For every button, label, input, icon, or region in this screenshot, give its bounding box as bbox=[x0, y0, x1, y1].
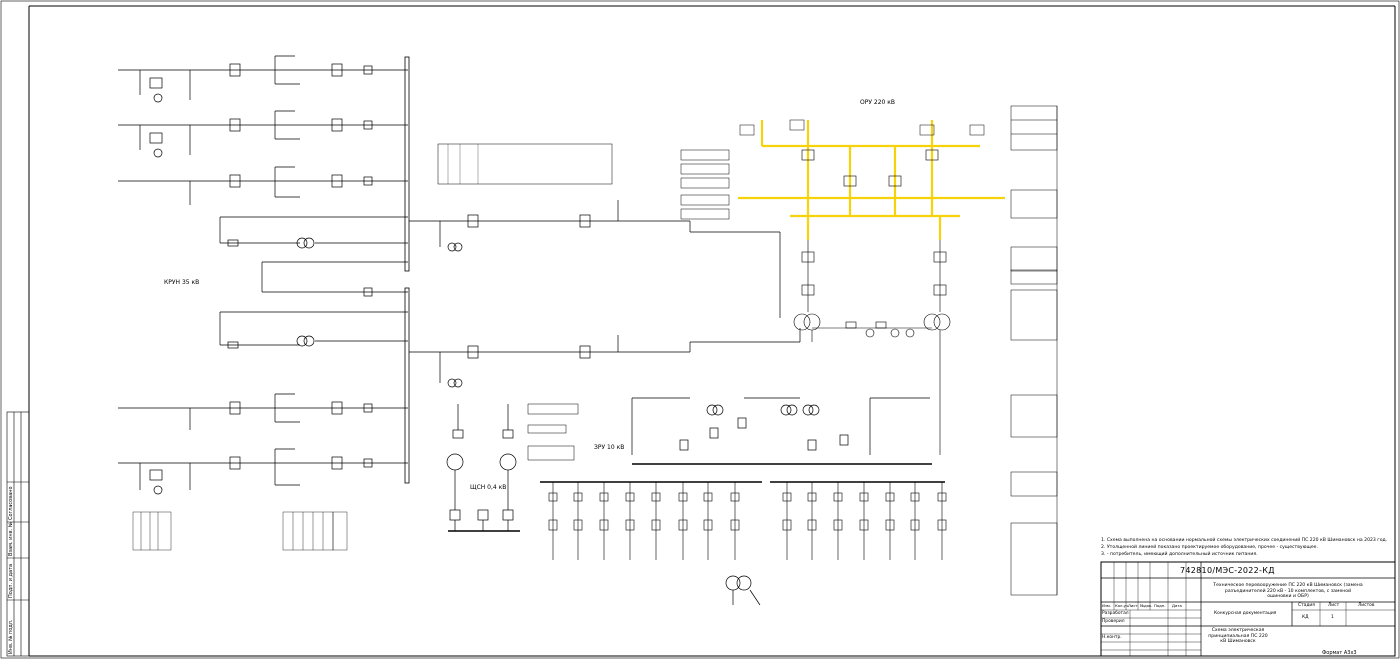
feeder-group-lower bbox=[118, 393, 408, 495]
sheet-format: Формат А3х3 bbox=[1322, 650, 1357, 656]
label-kru35: КРУН 35 кВ bbox=[164, 279, 199, 286]
document-code: 742810/МЭС-2022-КД bbox=[1180, 566, 1275, 575]
feeder-cell-switch bbox=[782, 492, 792, 502]
equipment-list bbox=[1010, 105, 1058, 596]
feeder-cell-switch bbox=[651, 492, 661, 502]
kru-cable-tables bbox=[132, 511, 348, 551]
feeder-cell-switch bbox=[625, 492, 635, 502]
feeder-cell-switch bbox=[910, 492, 920, 502]
shch04-section bbox=[446, 403, 579, 532]
stamp-replaces: Взам. инв. № bbox=[8, 522, 14, 556]
feeder-cell-breaker bbox=[730, 519, 740, 531]
drawing-notes: 1. Схема выполнена на основании нормальн… bbox=[1101, 537, 1387, 558]
stamp-sign-date: Подп. и дата bbox=[8, 563, 14, 598]
note-2: 2. Утолщенной линией показано проектируе… bbox=[1101, 545, 1318, 550]
rev-col-1: Изм. bbox=[1102, 603, 1111, 608]
feeder-cell-switch bbox=[859, 492, 869, 502]
rev-col-5: Подп. bbox=[1154, 603, 1166, 608]
col-stage: Стадия bbox=[1298, 603, 1315, 608]
zru10-section bbox=[540, 397, 945, 483]
rev-col-2: Кол.уч. bbox=[1115, 603, 1130, 608]
title-block bbox=[1100, 561, 1396, 657]
project-title: Техническое перевооружение ПС 220 кВ Шим… bbox=[1213, 583, 1363, 599]
zru10-feeder-cells bbox=[548, 482, 947, 560]
feeder-cell-breaker bbox=[625, 519, 635, 531]
feeder-cell-breaker bbox=[885, 519, 895, 531]
feeder-cell-breaker bbox=[573, 519, 583, 531]
rev-col-6: Дата bbox=[1172, 603, 1182, 608]
tsn-transformer bbox=[725, 575, 761, 606]
diagram-labels: ОРУ 220 кВ КРУН 35 кВ ЗРУ 10 кВ ЩСН 0,4 … bbox=[164, 99, 895, 491]
rev-col-3: Лист bbox=[1128, 603, 1138, 608]
feeder-cell-switch bbox=[573, 492, 583, 502]
label-oru220: ОРУ 220 кВ bbox=[860, 99, 895, 106]
feeder-cell-breaker bbox=[678, 519, 688, 531]
stage-value: КД bbox=[1302, 615, 1309, 620]
feeder-cell-breaker bbox=[807, 519, 817, 531]
col-sheets: Листов bbox=[1358, 603, 1375, 608]
feeder-cell-switch bbox=[937, 492, 947, 502]
feeder-cell-breaker bbox=[548, 519, 558, 531]
feeder-cell-switch bbox=[807, 492, 817, 502]
left-stamp-strip bbox=[6, 411, 30, 657]
feeder-cell-breaker bbox=[910, 519, 920, 531]
feeder-cell-switch bbox=[599, 492, 609, 502]
role-checked: Проверил bbox=[1102, 619, 1125, 624]
col-sheet: Лист bbox=[1328, 603, 1340, 608]
stamp-agreed: Согласовано bbox=[8, 486, 14, 520]
sheet-value: 1 bbox=[1331, 615, 1334, 620]
label-zru10: ЗРУ 10 кВ bbox=[594, 444, 624, 451]
feeder-cell-switch bbox=[548, 492, 558, 502]
link-35-to-transformers bbox=[409, 143, 801, 388]
feeder-cell-breaker bbox=[859, 519, 869, 531]
feeder-cell-breaker bbox=[703, 519, 713, 531]
feeder-group-upper bbox=[118, 55, 408, 205]
feeder-cell-breaker bbox=[937, 519, 947, 531]
feeder-cell-switch bbox=[703, 492, 713, 502]
sheet-title: Схема электрическая принципиальная ПС 22… bbox=[1208, 628, 1268, 644]
oru220-section bbox=[680, 119, 1005, 455]
document-type: Конкурсная документация bbox=[1214, 611, 1277, 616]
feeder-cell-breaker bbox=[599, 519, 609, 531]
note-1: 1. Схема выполнена на основании нормальн… bbox=[1101, 538, 1388, 543]
kru-tsn-feeders bbox=[219, 216, 408, 349]
feeder-cell-switch bbox=[730, 492, 740, 502]
rev-col-4: №док. bbox=[1140, 603, 1153, 608]
feeder-cell-switch bbox=[678, 492, 688, 502]
note-3: 3. - потребитель, имеющий дополнительный… bbox=[1101, 552, 1258, 557]
feeder-cell-breaker bbox=[651, 519, 661, 531]
label-shch04: ЩСН 0,4 кВ bbox=[470, 484, 506, 491]
feeder-cell-switch bbox=[885, 492, 895, 502]
stamp-inv-no: Инв. № подл. bbox=[8, 619, 14, 655]
feeder-cell-switch bbox=[833, 492, 843, 502]
role-developed: Разработал bbox=[1102, 611, 1129, 616]
feeder-cell-breaker bbox=[833, 519, 843, 531]
feeder-cell-breaker bbox=[782, 519, 792, 531]
kru35-section bbox=[118, 55, 410, 495]
role-norm-control: Н.контр. bbox=[1102, 635, 1122, 640]
